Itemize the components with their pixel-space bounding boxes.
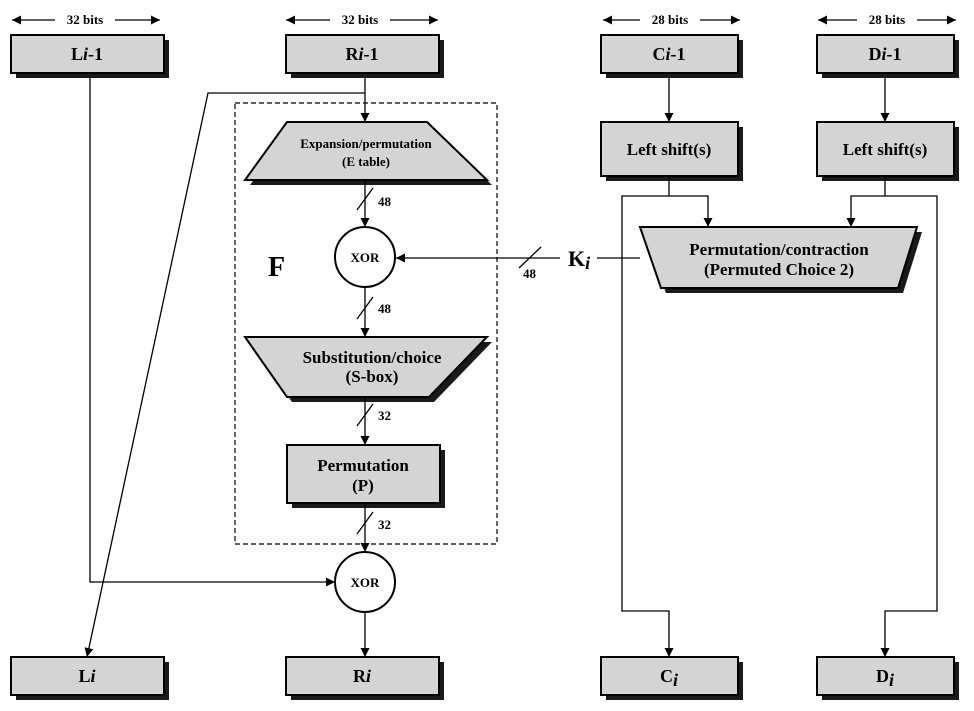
width-label-right: 32 bits xyxy=(342,12,378,27)
svg-text:XOR: XOR xyxy=(351,250,381,265)
input-box-c: Ci-1 xyxy=(600,34,743,78)
svg-text:Substitution/choice: Substitution/choice xyxy=(303,348,442,367)
bits-after-sbox: 32 xyxy=(378,408,391,423)
svg-text:(Permuted Choice 2): (Permuted Choice 2) xyxy=(704,260,854,279)
svg-text:(P): (P) xyxy=(352,476,374,495)
bits-after-xor: 48 xyxy=(378,301,392,316)
svg-text:Di-1: Di-1 xyxy=(868,44,901,64)
svg-text:Ci: Ci xyxy=(660,666,678,690)
permuted-choice-2-box: Permutation/contraction (Permuted Choice… xyxy=(638,226,922,293)
xor-final-node: XOR xyxy=(334,551,396,613)
connector-shift-c-to-pc2 xyxy=(669,195,713,227)
width-indicator-right: 32 bits xyxy=(286,12,438,27)
connectors: 48 48 32 32 48 Ki xyxy=(84,78,938,658)
width-indicator-d: 28 bits xyxy=(818,12,956,27)
xor-f-node: XOR xyxy=(334,226,396,288)
svg-text:Permutation/contraction: Permutation/contraction xyxy=(689,240,869,259)
svg-text:Li-1: Li-1 xyxy=(71,44,103,64)
svg-text:Permutation: Permutation xyxy=(317,456,409,475)
connector-shift-d-to-d-out xyxy=(880,195,938,657)
svg-text:XOR: XOR xyxy=(351,575,381,590)
connector-l-to-final-xor xyxy=(89,78,335,587)
svg-text:Ci-1: Ci-1 xyxy=(652,44,685,64)
width-label-c: 28 bits xyxy=(652,12,688,27)
svg-text:Ri: Ri xyxy=(353,666,371,686)
svg-text:Li: Li xyxy=(78,666,95,686)
input-box-d: Di-1 xyxy=(816,34,959,78)
input-box-l: Li-1 xyxy=(10,34,169,78)
svg-text:Ri-1: Ri-1 xyxy=(345,44,378,64)
output-box-l: Li xyxy=(10,656,169,700)
svg-text:(E table): (E table) xyxy=(342,154,390,169)
left-shift-c-box: Left shift(s) xyxy=(600,121,743,181)
key-label: Ki xyxy=(568,246,590,273)
output-box-d: Di xyxy=(816,656,959,700)
bits-after-expansion: 48 xyxy=(378,194,392,209)
output-box-c: Ci xyxy=(600,656,743,700)
left-shift-d-box: Left shift(s) xyxy=(816,121,959,181)
svg-text:Left shift(s): Left shift(s) xyxy=(627,140,712,159)
substitution-choice-box: Substitution/choice (S-box) xyxy=(243,336,492,402)
expansion-permutation-box: Expansion/permutation (E table) xyxy=(243,121,492,185)
svg-text:(S-box): (S-box) xyxy=(346,367,399,386)
width-indicator-left: 32 bits xyxy=(12,12,160,27)
width-label-left: 32 bits xyxy=(67,12,103,27)
permutation-p-box: Permutation (P) xyxy=(286,444,445,508)
svg-text:Di: Di xyxy=(876,666,894,690)
svg-text:Left shift(s): Left shift(s) xyxy=(843,140,928,159)
f-function-label: F xyxy=(268,252,285,283)
bits-after-perm: 32 xyxy=(378,517,391,532)
connector-shift-c-to-c-out xyxy=(621,195,674,657)
connector-r-to-l-out xyxy=(84,92,365,658)
output-box-r: Ri xyxy=(285,656,444,700)
connector-shift-d-to-pc2 xyxy=(846,195,885,227)
width-label-d: 28 bits xyxy=(869,12,905,27)
bits-key: 48 xyxy=(523,266,537,281)
input-box-r: Ri-1 xyxy=(285,34,444,78)
width-indicator-c: 28 bits xyxy=(603,12,740,27)
svg-text:Expansion/permutation: Expansion/permutation xyxy=(300,136,432,151)
